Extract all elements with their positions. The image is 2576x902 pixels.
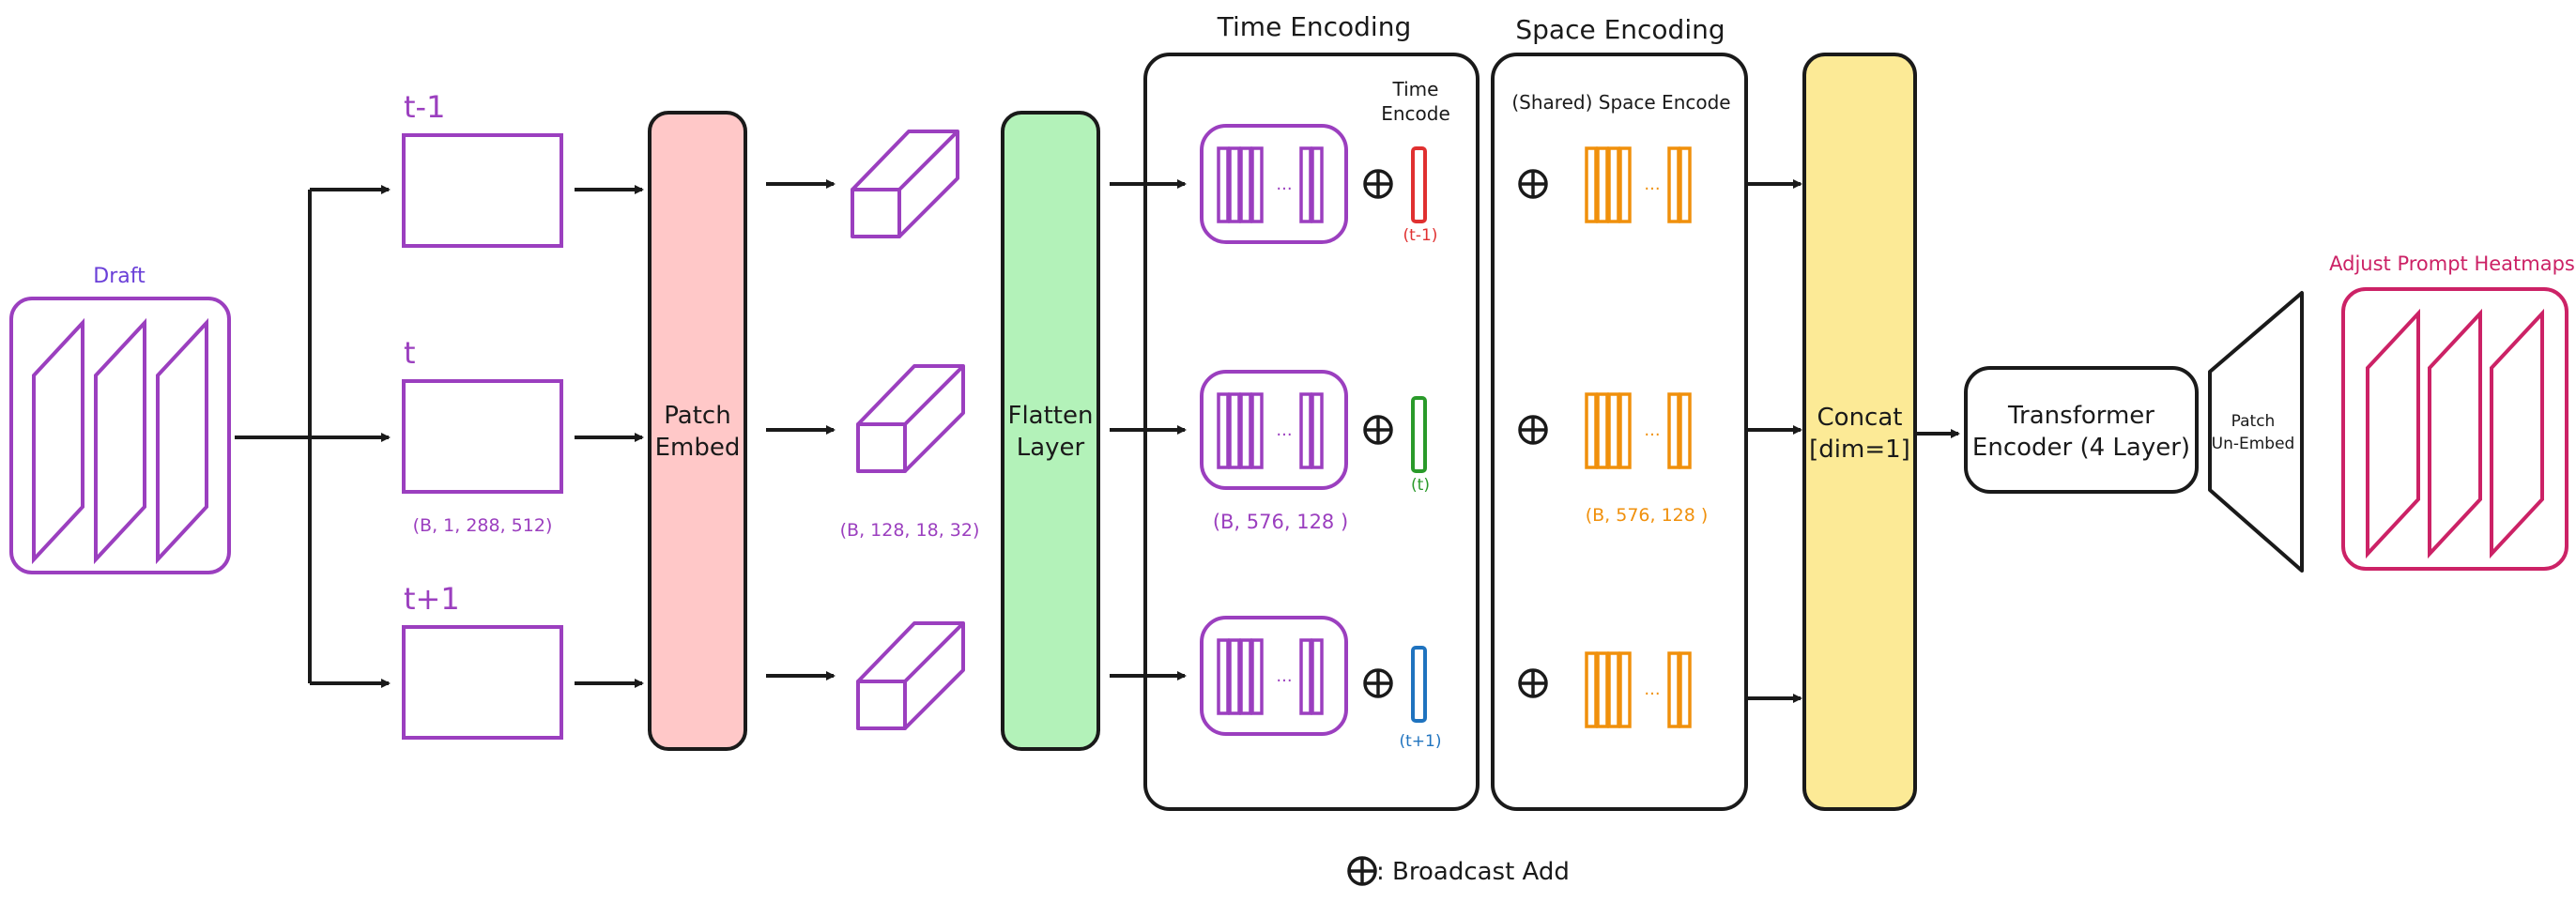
patch-unembed-block — [2208, 291, 2304, 573]
frame-box-t-plus-1 — [402, 625, 563, 740]
space-encode-tokens-bottom: ... — [1585, 651, 1692, 728]
draft-label: Draft — [93, 265, 146, 288]
patch-cubes — [851, 130, 965, 730]
frame-label-t-minus-1: t-1 — [404, 89, 445, 125]
token-group-t-plus-1: ... — [1200, 616, 1348, 736]
heatmaps-box — [2341, 287, 2568, 571]
frame-label-t: t — [404, 335, 416, 371]
broadcast-add-icon — [1363, 169, 1393, 199]
frame-to-embed-arrows — [575, 185, 644, 688]
transformer-label-2: Encoder (4 Layer) — [1972, 434, 2190, 462]
flatten-layer-block — [1001, 111, 1100, 751]
draft-frame — [156, 317, 208, 565]
svg-text:...: ... — [1276, 175, 1292, 194]
heatmaps-label: Adjust Prompt Heatmaps — [2329, 252, 2575, 275]
frame-label-t-plus-1: t+1 — [404, 581, 460, 617]
space-encode-tokens-top: ... — [1585, 146, 1692, 223]
frame-box-t — [402, 379, 563, 494]
draft-box — [9, 297, 231, 574]
legend: : Broadcast Add — [1347, 856, 1570, 886]
unembed-label-2: Un-Embed — [2212, 435, 2295, 453]
space-encoding-panel — [1491, 53, 1748, 811]
space-encode-subtitle: (Shared) Space Encode — [1511, 91, 1730, 114]
token-group-t: ... — [1200, 370, 1348, 490]
svg-text:...: ... — [1644, 420, 1660, 440]
frame-shape-label: (B, 1, 288, 512) — [413, 515, 553, 536]
space-encode-tokens-middle: ... — [1585, 392, 1692, 469]
time-encoding-title: Time Encoding — [1217, 11, 1411, 42]
broadcast-add-icon — [1363, 415, 1393, 445]
broadcast-add-icon — [1518, 169, 1548, 199]
broadcast-add-icon — [1363, 668, 1393, 698]
patch-shape-label: (B, 128, 18, 32) — [840, 520, 980, 541]
heatmap-frames — [2366, 308, 2544, 559]
time-encode-bar-t — [1411, 396, 1427, 473]
time-encode-bar-t-minus-1 — [1411, 146, 1427, 223]
unembed-label-1: Patch — [2231, 412, 2276, 431]
time-encoding-panel — [1143, 53, 1480, 811]
space-shape-label: (B, 576, 128 ) — [1586, 505, 1709, 526]
time-encode-label-2: Encode — [1381, 102, 1450, 125]
draft-frames — [32, 317, 208, 565]
time-encode-bar-t-plus-1 — [1411, 646, 1427, 723]
draft-frame — [32, 317, 84, 565]
broadcast-add-icon — [1518, 668, 1548, 698]
patch-embed-block — [648, 111, 747, 751]
patch-cube-t-plus-1 — [856, 621, 965, 730]
flatten-label-1: Flatten — [1008, 402, 1094, 430]
concat-label-1: Concat — [1817, 404, 1903, 432]
transformer-encoder-block — [1964, 366, 2199, 494]
heatmap-frame — [2490, 308, 2544, 559]
heatmap-frame — [2366, 308, 2420, 559]
svg-text:...: ... — [1276, 666, 1292, 686]
patch-embed-label-2: Embed — [655, 434, 741, 462]
space-encoding-title: Space Encoding — [1515, 14, 1725, 45]
space-to-concat-arrows — [1748, 179, 1802, 703]
broadcast-add-icons-space — [1518, 169, 1548, 698]
svg-text:...: ... — [1276, 420, 1292, 440]
branch-connector — [235, 185, 391, 688]
transformer-label-1: Transformer — [2007, 402, 2154, 430]
embed-to-patch-arrows — [766, 179, 836, 680]
broadcast-add-legend-icon — [1347, 856, 1377, 886]
legend-text: : Broadcast Add — [1376, 858, 1570, 886]
svg-text:...: ... — [1644, 175, 1660, 194]
patch-embed-label-1: Patch — [664, 402, 730, 430]
time-tag-t: (t) — [1411, 476, 1430, 495]
time-shape-label: (B, 576, 128 ) — [1213, 511, 1348, 533]
token-group-t-minus-1: ... — [1200, 124, 1348, 244]
frame-box-t-minus-1 — [402, 133, 563, 248]
flatten-label-2: Layer — [1017, 434, 1085, 462]
time-tag-t-plus-1: (t+1) — [1400, 732, 1442, 751]
concat-block — [1802, 53, 1917, 811]
concat-label-2: [dim=1] — [1809, 436, 1910, 464]
patch-cube-t-minus-1 — [851, 130, 959, 238]
time-encode-label-1: Time — [1392, 78, 1439, 100]
draft-frame — [94, 317, 146, 565]
time-tag-t-minus-1: (t-1) — [1403, 226, 1438, 245]
patch-cube-t — [856, 364, 965, 473]
broadcast-add-icon — [1518, 415, 1548, 445]
heatmap-frame — [2428, 308, 2482, 559]
svg-text:...: ... — [1644, 680, 1660, 699]
broadcast-add-icons-time — [1363, 169, 1393, 698]
